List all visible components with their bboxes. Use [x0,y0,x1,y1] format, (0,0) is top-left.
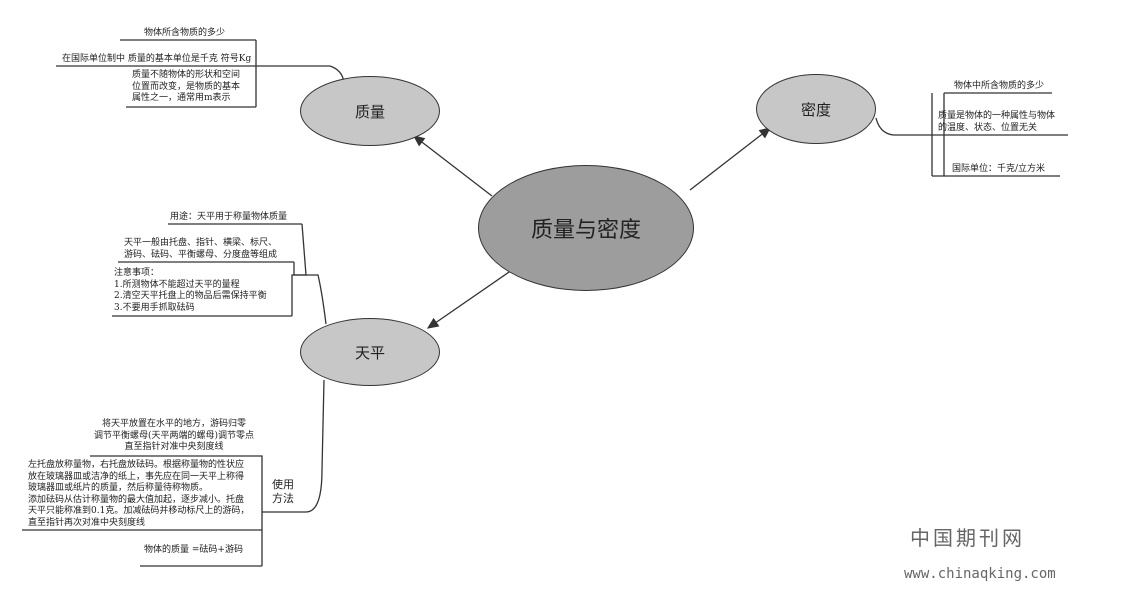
usage-note-line: 放在玻璃器皿或洁净的纸上，事先应在同一天平上称得 [28,471,245,482]
balance-note-line: 3.不要用手抓取砝码 [114,302,195,313]
node-mass-label: 质量 [354,102,385,121]
usage-note-line: 左托盘放称量物，右托盘放砝码。根据称量物的性状应 [28,460,245,470]
usage-note-weighing: 左托盘放称量物，右托盘放砝码。根据称量物的性状应 放在玻璃器皿或洁净的纸上，事先… [28,460,249,529]
density-note-line: 的温度、状态、位置无关 [938,122,1038,133]
node-density: 密度 [756,74,876,144]
usage-note-line: 直至指针对准中央刻度线 [124,442,224,452]
usage-note-line: 天平只能称准到0.1克。加减砝码并移动标尺上的游码， [28,506,250,516]
watermark-cn: 中国期刊网 [910,526,1025,550]
balance-note-line: 注意事项： [114,268,160,278]
node-density-label: 密度 [800,100,831,119]
usage-note-line: 调节平衡螺母(天平两端的螺母)调节零点 [94,430,255,441]
usage-note-line: 玻璃器皿或纸片的质量，然后称量待称物质。 [28,483,209,493]
arrow-to-mass [412,135,493,197]
node-balance-label: 天平 [354,343,385,362]
node-mass: 质量 [300,76,440,146]
node-usage-label-line: 使用 [272,478,294,491]
watermark-url: www.chinaqking.com [904,566,1056,582]
node-balance: 天平 [300,318,440,386]
node-usage-label: 使用方法 [268,478,298,506]
density-note-definition: 物体中所含物质的多少 [954,81,1045,91]
mass-note-line: 质量不随物体的形状和空间 [132,70,241,80]
density-note-unit: 国际单位：千克/立方米 [952,164,1046,174]
mass-note-unit: 在国际单位制中 质量的基本单位是千克 符号Kg [62,54,252,64]
mass-note-definition: 物体所含物质的多少 [144,28,226,38]
arrow-to-balance [426,269,513,329]
density-note-property: 质量是物体的一种属性与物体 的温度、状态、位置无关 [938,111,1055,134]
balance-note-line: 1.所测物体不能超过天平的量程 [114,279,240,290]
mass-note-line: 位置而改变，是物质的基本 [132,81,241,92]
usage-note-line: 将天平放置在水平的地方，游码归零 [102,419,247,429]
balance-note-line: 天平一般由托盘、指针、横梁、标尺、 [124,238,278,248]
central-topic: 质量与密度 [478,165,694,291]
arrow-to-density [689,127,772,191]
central-topic-label: 质量与密度 [530,218,641,243]
mass-note-property: 质量不随物体的形状和空间 位置而改变，是物质的基本 属性之一，通常用m表示 [132,70,240,105]
balance-note-line: 游码、砝码、平衡螺母、分度盘等组成 [124,249,278,260]
mass-note-line: 属性之一，通常用m表示 [132,93,231,103]
balance-note-parts: 天平一般由托盘、指针、横梁、标尺、 游码、砝码、平衡螺母、分度盘等组成 [124,238,277,261]
balance-note-line: 2.清空天平托盘上的物品后需保持平衡 [114,291,267,301]
node-usage-label-line: 方法 [272,492,294,505]
balance-note-usage: 用途：天平用于称量物体质量 [170,212,288,222]
node-usage: 使用方法 [268,478,298,506]
usage-note-line: 添加砝码从估计称量物的最大值加起，逐步减小。托盘 [28,494,245,505]
usage-note-formula: 物体的质量 =砝码+游码 [144,545,243,555]
density-note-line: 质量是物体的一种属性与物体 [938,111,1056,121]
usage-note-line: 直至指针再次对准中央刻度线 [28,517,146,528]
balance-note-cautions: 注意事项： 1.所测物体不能超过天平的量程 2.清空天平托盘上的物品后需保持平衡… [114,268,267,314]
usage-note-setup: 将天平放置在水平的地方，游码归零 调节平衡螺母(天平两端的螺母)调节零点 直至指… [94,419,254,454]
